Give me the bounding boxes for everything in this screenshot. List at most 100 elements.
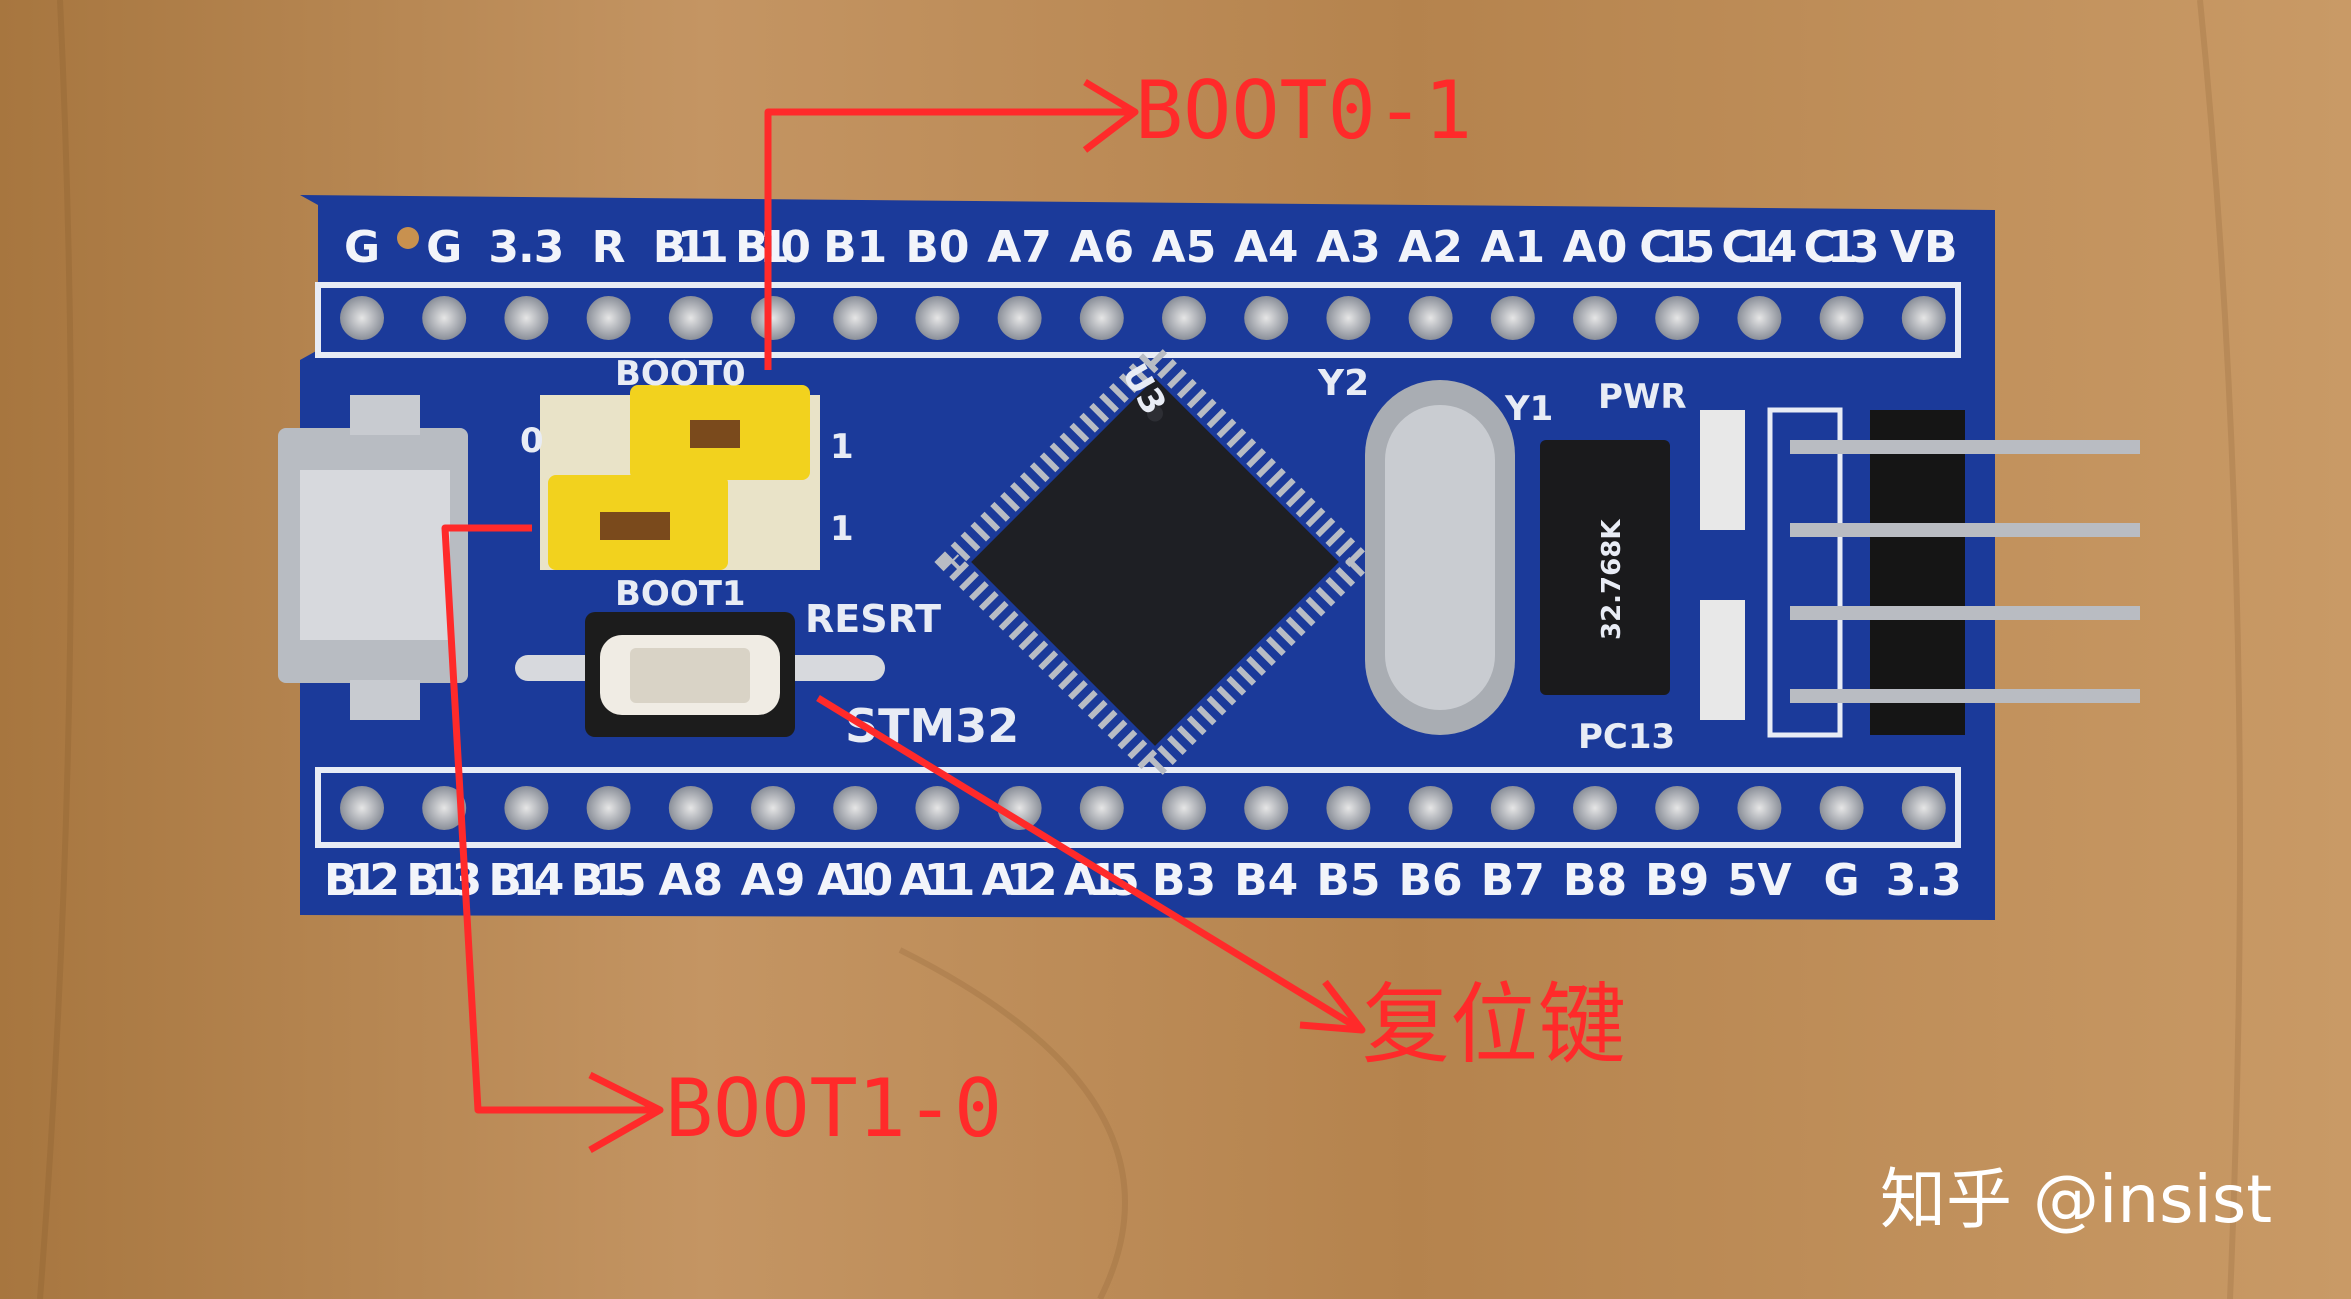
crystal-32k: 32.768K <box>1540 440 1670 695</box>
pin-label: A5 <box>1152 222 1217 273</box>
reset-arrowhead <box>1299 979 1366 1034</box>
jumper-1b-silk: 1 <box>830 509 854 549</box>
pin-pad <box>340 296 384 340</box>
pin-pad <box>1162 296 1206 340</box>
pwr-led <box>1700 410 1745 530</box>
wood-grain <box>37 0 2243 1299</box>
pin-pad <box>1244 786 1289 830</box>
mounting-hole <box>397 227 419 249</box>
pin-pad <box>1737 786 1782 830</box>
boot1-annotation: BOOT1-0 <box>665 1062 1002 1155</box>
pin-label: A3 <box>1316 222 1381 273</box>
pin-pad <box>751 296 795 340</box>
pin-pad <box>1490 786 1535 830</box>
boot0-annotation: BOOT0-1 <box>1135 64 1472 157</box>
pin-pad <box>504 296 549 340</box>
pin-pad <box>1655 296 1700 340</box>
pin-label: B6 <box>1399 855 1463 906</box>
crystal-8mhz <box>1365 380 1515 735</box>
pin-label: C15 <box>1639 222 1715 273</box>
pin-label: B11 <box>653 222 729 273</box>
pin-pad <box>997 786 1042 830</box>
pin-label: B7 <box>1481 855 1545 906</box>
pin-label: C14 <box>1721 222 1797 273</box>
pin-label: G <box>426 222 462 273</box>
pin-label: B3 <box>1152 855 1216 906</box>
pin-label: R <box>592 222 626 273</box>
top-header-outline <box>315 282 1961 358</box>
pin-pad <box>586 296 631 340</box>
pin-label: VB <box>1890 222 1958 273</box>
stm32-silk: STM32 <box>845 699 1019 753</box>
jumper-1-silk: 1 <box>830 427 854 467</box>
pin-pad <box>1819 786 1864 830</box>
pin-label: G <box>344 222 380 273</box>
pin-label: B0 <box>905 222 969 273</box>
pin-label: A12 <box>982 855 1058 906</box>
reset-button[interactable] <box>515 612 885 737</box>
mcu-chip <box>934 341 1376 783</box>
pin-label: B10 <box>735 222 811 273</box>
y1-silk: Y1 <box>1504 389 1553 429</box>
pin-label: A4 <box>1234 222 1299 273</box>
pin-label: A10 <box>817 855 893 906</box>
pin-pad <box>915 786 960 830</box>
pin-pad <box>1408 786 1453 830</box>
boot1-arrowhead <box>588 1071 664 1154</box>
pin-pad <box>1326 296 1371 340</box>
pin-label: A1 <box>1480 222 1545 273</box>
pin-label: A15 <box>1064 855 1140 906</box>
pc13-led <box>1700 600 1745 720</box>
pin-label: B14 <box>488 855 564 906</box>
pin-pad <box>1819 296 1864 340</box>
pin-pad <box>668 786 713 830</box>
pin-label: B13 <box>406 855 482 906</box>
boot0-silk: BOOT0 <box>615 354 746 394</box>
pin-label: B4 <box>1234 855 1298 906</box>
pin-pad <box>340 786 384 830</box>
pin-pad <box>504 786 549 830</box>
pin-pad <box>1162 786 1206 830</box>
bottom-header-outline <box>315 767 1961 848</box>
pin-pad <box>586 786 631 830</box>
pin-pad <box>1326 786 1371 830</box>
pin-pad <box>1655 786 1700 830</box>
pin-label: B15 <box>571 855 647 906</box>
jumper-0-silk: 0 <box>520 421 544 461</box>
pin-label: 3.3 <box>488 222 564 273</box>
watermark: 知乎 @insist <box>1880 1161 2272 1238</box>
annotation-arrows <box>441 78 1366 1154</box>
boot0-arrowhead <box>1082 78 1139 153</box>
reset-annotation: 复位键 <box>1362 973 1626 1076</box>
pin-pad <box>1737 296 1782 340</box>
pin-pad <box>1244 296 1289 340</box>
micro-usb-connector <box>278 395 468 720</box>
pin-pad <box>422 786 467 830</box>
crystal-32k-marking: 32.768K <box>1597 519 1627 640</box>
pin-label: B1 <box>823 222 887 273</box>
pin-label: A7 <box>987 222 1052 273</box>
pin-pad <box>1079 786 1124 830</box>
pin-label: B12 <box>324 855 400 906</box>
pin-label: B9 <box>1645 855 1709 906</box>
pin-pad <box>1573 786 1617 830</box>
y2-silk: Y2 <box>1317 363 1369 404</box>
pin-pad <box>915 296 960 340</box>
reset-silk: RESRT <box>805 597 941 641</box>
pin-label: B5 <box>1316 855 1380 906</box>
pin-label: C13 <box>1804 222 1880 273</box>
pin-pad <box>1573 296 1617 340</box>
pin-pad <box>1901 786 1946 830</box>
pin-pad <box>833 296 878 340</box>
pin-label: A2 <box>1398 222 1463 273</box>
pin-label: G <box>1824 855 1860 906</box>
boot0-arrow <box>764 108 1130 370</box>
pwr-silk: PWR <box>1598 377 1687 417</box>
pin-pad <box>1079 296 1124 340</box>
pc13-silk: PC13 <box>1578 717 1675 757</box>
boot1-arrow <box>441 524 655 1114</box>
reset-arrow <box>816 695 1360 1031</box>
